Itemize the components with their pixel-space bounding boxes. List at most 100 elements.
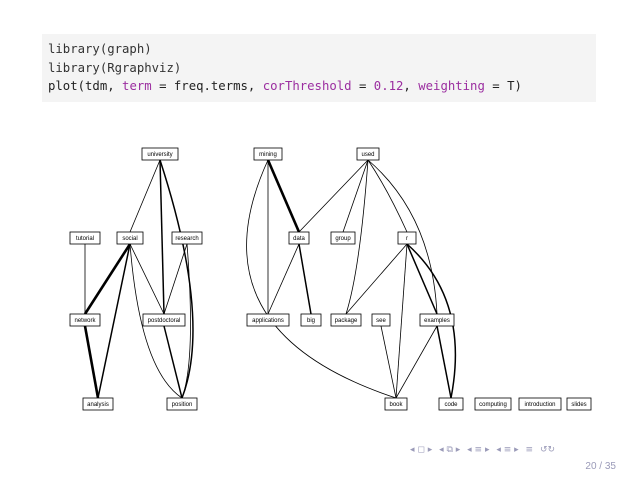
code-line-2-text: library(Rgraphviz) <box>48 60 182 75</box>
graph-node-label: postdoctoral <box>148 318 181 324</box>
graph-node-label: group <box>335 236 351 242</box>
graph-edge <box>367 159 408 233</box>
beamer-navigation: ◂ ◻ ▸ ◂ ⧉ ▸ ◂ ≡ ▸ ◂ ≡ ▸ ≡ ↺↻ <box>410 445 620 459</box>
graph-edge <box>298 159 369 233</box>
graph-node: package <box>330 313 362 327</box>
graph-node-label: introduction <box>524 402 555 408</box>
graph-edge <box>380 325 397 399</box>
graph-edge <box>181 243 191 399</box>
graph-node-box <box>69 313 101 327</box>
code-block: library(graph) library(Rgraphviz) plot(t… <box>42 34 596 102</box>
graph-node: big <box>300 313 322 327</box>
graph-node-label: slides <box>571 402 586 408</box>
graph-edge <box>345 159 369 315</box>
graph-edge <box>83 325 100 399</box>
graph-node-label: package <box>335 318 358 324</box>
nav-frame-icon[interactable]: ◂ ⧉ ▸ <box>439 445 461 455</box>
nav-search-icon[interactable]: ↺↻ <box>539 445 556 455</box>
graph-node: analysis <box>82 397 114 411</box>
graph-node: research <box>171 231 203 245</box>
graph-node-label: r <box>406 236 408 242</box>
code-arg-corthreshold: corThreshold <box>262 79 352 93</box>
graph-node: mining <box>253 147 283 161</box>
graph-edge <box>345 243 408 315</box>
graph-node-box <box>246 313 290 327</box>
nav-section-icon[interactable]: ◂ ≡ ▸ <box>467 445 490 455</box>
graph-node: position <box>166 397 198 411</box>
graph-node-label: tutorial <box>76 236 94 242</box>
graph-node-box <box>384 397 408 411</box>
graph-node: network <box>69 313 101 327</box>
code-arg-weighting: weighting <box>418 79 485 93</box>
graph-node-label: social <box>122 236 137 242</box>
graph-edge <box>267 243 300 315</box>
graph-edge <box>97 243 131 399</box>
graph-node-box <box>253 147 283 161</box>
graph-node-label: applications <box>252 318 284 324</box>
graph-edge <box>395 243 408 399</box>
graph-node: computing <box>474 397 512 411</box>
graph-node-box <box>330 231 356 245</box>
graph-node-box <box>300 313 322 327</box>
graph-node-label: used <box>361 152 374 158</box>
graph-node-label: data <box>293 236 305 242</box>
graph-edge <box>406 243 457 399</box>
graph-node: data <box>288 231 310 245</box>
graph-node: group <box>330 231 356 245</box>
graph-node-label: network <box>74 318 96 324</box>
graph-node-box <box>356 147 380 161</box>
graph-node-box <box>166 397 198 411</box>
graph-edge <box>406 243 438 315</box>
graph-node-box <box>438 397 464 411</box>
graph-edge <box>159 159 194 399</box>
code-arg-term: term <box>122 79 152 93</box>
graph-node-label: book <box>389 402 403 408</box>
graph-node-box <box>371 313 391 327</box>
graph-edge <box>246 159 397 399</box>
graph-node-label: examples <box>424 318 450 324</box>
graph-edges <box>83 159 457 399</box>
graph-node: tutorial <box>69 231 101 245</box>
graph-node-label: university <box>147 152 172 158</box>
graph-edge <box>367 159 438 315</box>
graph-edge <box>129 243 183 399</box>
nav-subsection-icon[interactable]: ◂ ≡ ▸ <box>496 445 519 455</box>
code-comma: , <box>403 79 419 93</box>
graph-edge <box>436 325 452 399</box>
graph-node: social <box>116 231 144 245</box>
graph-edge <box>83 243 132 315</box>
code-plot-call: plot(tdm, <box>48 79 123 93</box>
code-line-2: library(Rgraphviz) <box>48 59 596 78</box>
graph-node: introduction <box>518 397 562 411</box>
graph-node-box <box>566 397 592 411</box>
code-equals: = <box>351 79 374 93</box>
graph-node-label: computing <box>479 402 507 408</box>
graph-node: university <box>141 147 179 161</box>
graph-edge <box>129 159 161 233</box>
page-number: 20 / 35 <box>585 461 616 472</box>
graph-edge <box>163 243 188 315</box>
graph-node-box <box>419 313 455 327</box>
nav-align-icon[interactable]: ≡ <box>525 445 534 455</box>
graph-node-label: analysis <box>87 402 109 408</box>
graph-node-box <box>474 397 512 411</box>
graph-node: code <box>438 397 464 411</box>
graph-node: postdoctoral <box>142 313 186 327</box>
graph-node-box <box>171 231 203 245</box>
code-line-3: plot(tdm, term = freq.terms, corThreshol… <box>48 77 596 96</box>
graph-edge <box>395 325 438 399</box>
graph-edge <box>163 325 183 399</box>
graph-node-box <box>116 231 144 245</box>
graph-node: book <box>384 397 408 411</box>
code-weighting-value: = T) <box>484 79 522 93</box>
nav-left-icon[interactable]: ◂ ◻ ▸ <box>410 445 433 455</box>
graph-node-label: mining <box>259 152 277 158</box>
graph-edge <box>129 243 165 315</box>
graph-node: r <box>397 231 417 245</box>
graph-node-box <box>69 231 101 245</box>
graph-node-box <box>518 397 562 411</box>
graph-node-label: see <box>376 318 386 324</box>
graph-node-box <box>288 231 310 245</box>
graph-node-box <box>82 397 114 411</box>
